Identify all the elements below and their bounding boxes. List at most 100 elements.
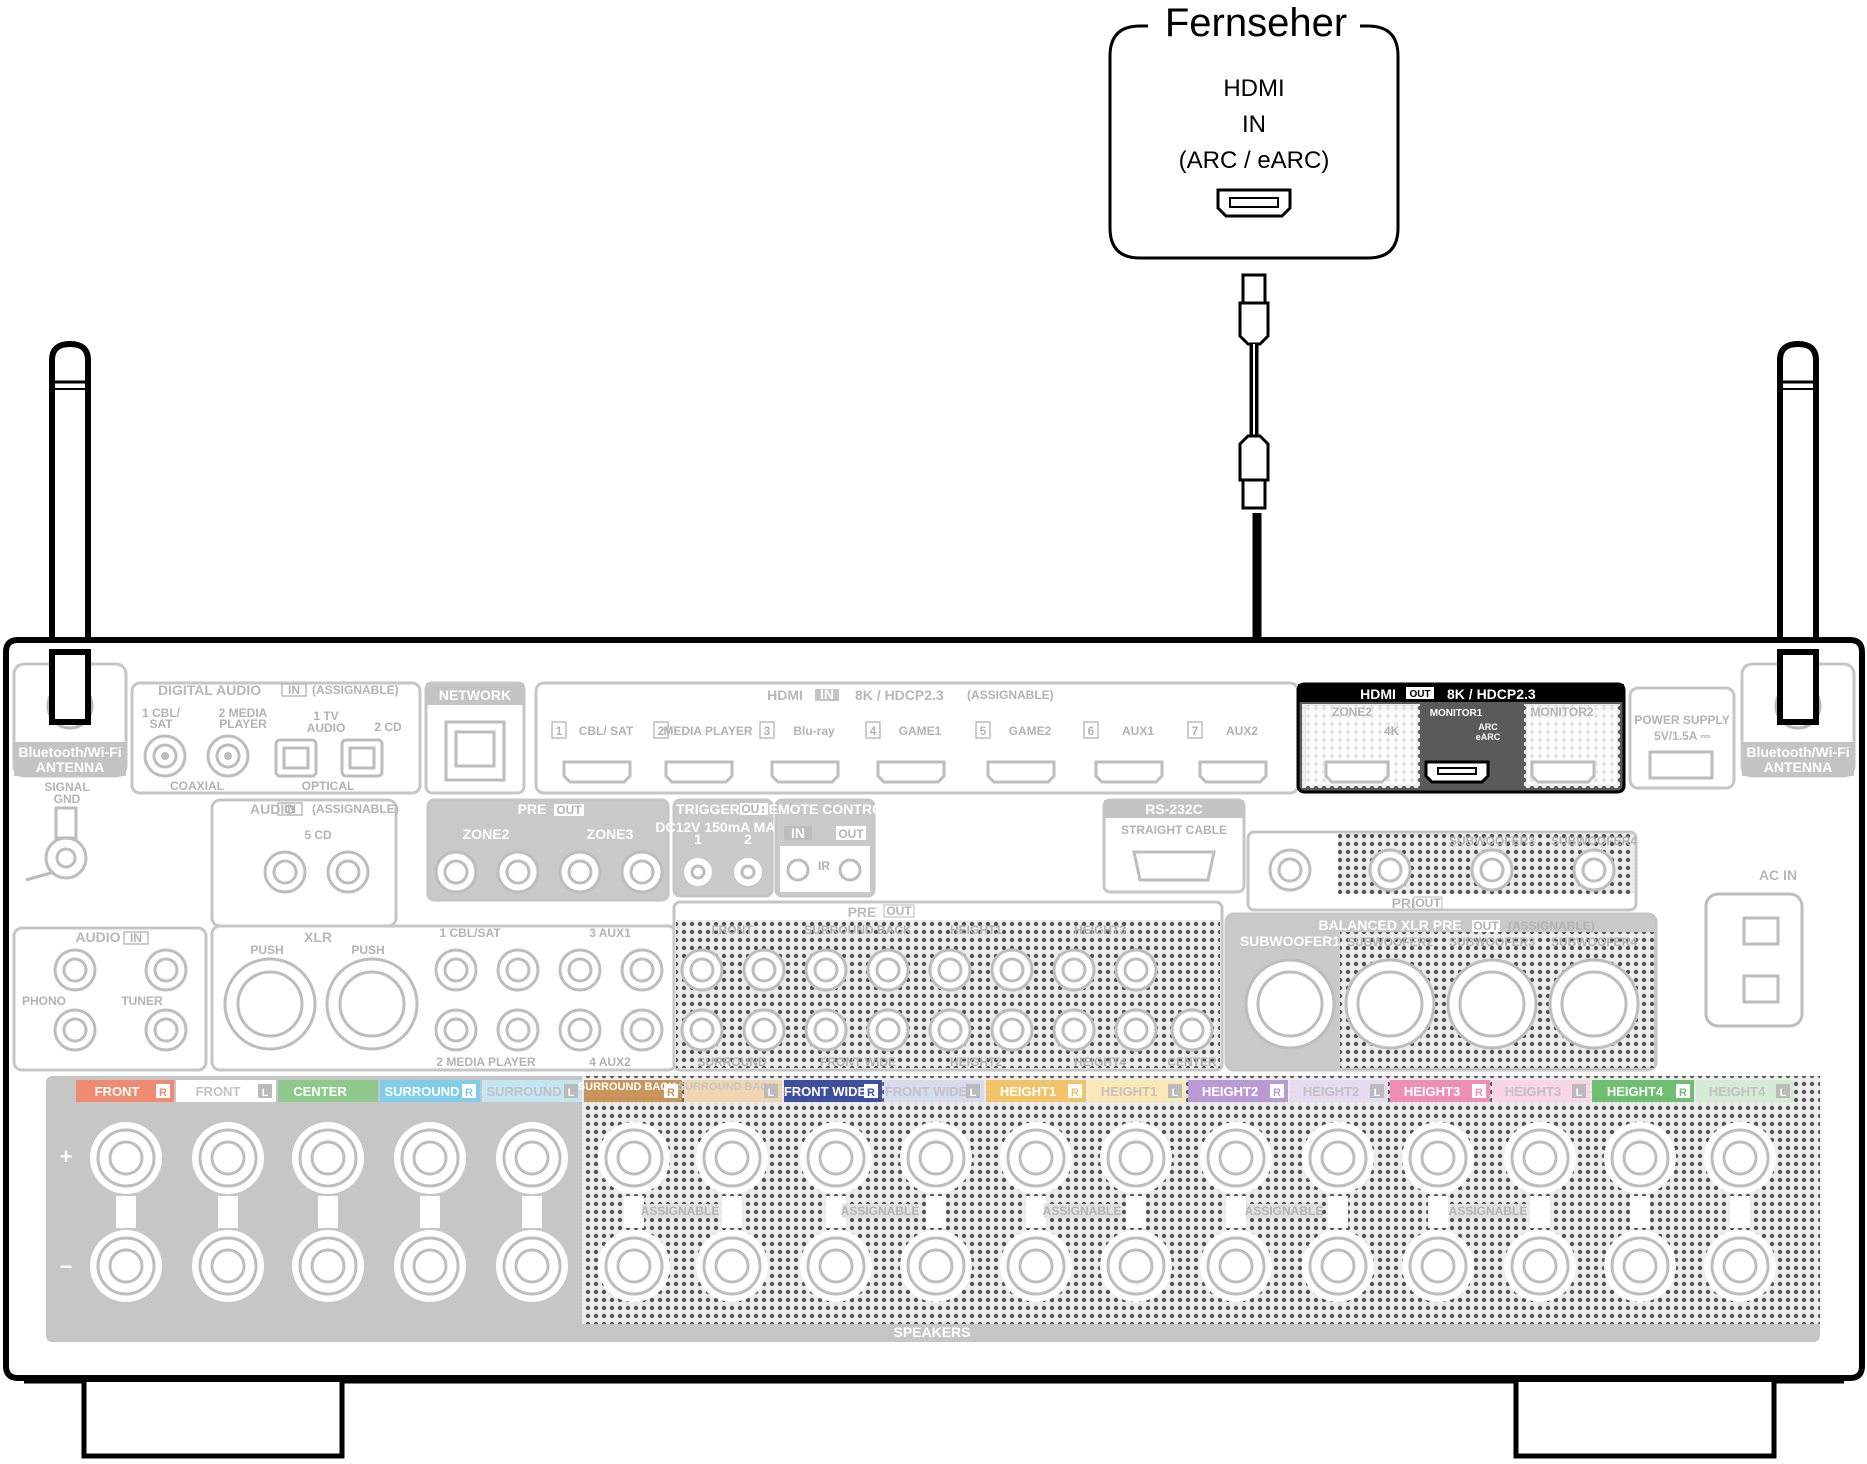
tv-in-label: IN <box>1242 111 1266 138</box>
pre-h4-label: HEIGHT4 <box>1074 1055 1126 1069</box>
speaker-label-bg <box>884 1080 984 1102</box>
speaker-label-bg <box>1088 1080 1186 1102</box>
speaker-side-box <box>1370 1084 1384 1098</box>
speaker-post-center <box>1018 1248 1054 1284</box>
speaker-side-box <box>1776 1084 1790 1098</box>
speaker-post-center <box>1218 1248 1254 1284</box>
speaker-label-text: HEIGHT3 <box>1505 1084 1561 1099</box>
remote-in: IN <box>791 825 805 841</box>
rca-jack-inner <box>443 1017 469 1043</box>
speaker-label-bg <box>684 1080 782 1102</box>
tv-box: Fernseher HDMI IN (ARC / eARC) <box>1108 1 1400 260</box>
pre-out-jack-inner <box>1061 957 1087 983</box>
speaker-label-bg <box>784 1080 882 1102</box>
antenna-right-label-1: Bluetooth/Wi-Fi <box>1746 744 1849 760</box>
pre-out-jack-inner <box>1123 957 1149 983</box>
digital-audio-section: DIGITAL AUDIO IN (ASSIGNABLE) 1 CBL/ SAT… <box>130 681 422 795</box>
speaker-post-center <box>1118 1248 1154 1284</box>
power-supply-label-1: POWER SUPPLY <box>1634 713 1730 727</box>
rca-jack-inner <box>505 1017 531 1043</box>
hdmi-in-num-box <box>1187 721 1203 739</box>
sub-pre-title: PRE <box>1392 895 1421 911</box>
pre-fw-label: FRONT WIDE <box>820 1055 896 1069</box>
xlr-sub3-label: SUBWOOFER3 <box>1449 935 1535 949</box>
audio-in-title: AUDIO <box>250 801 295 817</box>
hdmi-in-num: 4 <box>870 724 877 738</box>
speaker-post-center <box>918 1248 954 1284</box>
trigger-out-tag: OUT <box>741 802 767 816</box>
speaker-side-box <box>462 1084 476 1098</box>
audio-in-phono-section: AUDIO IN PHONO TUNER <box>12 926 208 1072</box>
antenna-left-label-1: Bluetooth/Wi-Fi <box>18 744 121 760</box>
speaker-side-text: L <box>262 1087 269 1099</box>
xlr-label: XLR <box>304 929 332 945</box>
coax1-label-a: 1 CBL/ <box>142 706 181 720</box>
hdmi-in-num-box <box>759 721 775 739</box>
subwoofer-pre-out-section: SUBWOOFER3 SUBWOOFER4 PRE OUT <box>1246 830 1638 912</box>
speaker-post-center <box>1420 1248 1456 1284</box>
hdmi-in-name: AUX2 <box>1226 724 1258 738</box>
speaker-side-box <box>1168 1084 1182 1098</box>
coax2-label-b: PLAYER <box>219 717 267 731</box>
hdmi-out-zone2-4k: 4K <box>1384 724 1400 738</box>
speaker-post-center <box>818 1140 854 1176</box>
hdmi-in-num-box <box>653 721 669 739</box>
speaker-side-text: R <box>159 1087 167 1099</box>
speaker-post-center <box>1722 1248 1758 1284</box>
antenna-left-icon <box>49 340 91 642</box>
speaker-post-center <box>1320 1140 1356 1176</box>
assignable-tag: ASSIGNABLE <box>1449 1204 1528 1218</box>
speaker-label-text: HEIGHT2 <box>1202 1084 1258 1099</box>
speaker-side-text: L <box>768 1087 775 1099</box>
speaker-label-text: SURROUND <box>486 1084 561 1099</box>
speaker-side-text: R <box>667 1087 675 1099</box>
opt1-label-a: 1 TV <box>313 709 338 723</box>
hdmi-in-assignable: (ASSIGNABLE) <box>967 688 1054 702</box>
speaker-post-center <box>918 1140 954 1176</box>
balanced-xlr-title: BALANCED XLR PRE <box>1318 917 1461 933</box>
speaker-label-bg <box>986 1080 1086 1102</box>
pre-front-label: FRONT <box>711 923 753 937</box>
speaker-label-text-1: SURROUND BACK <box>578 1081 676 1093</box>
power-supply-label-2: 5V/1.5A ⎓ <box>1654 729 1710 743</box>
speaker-post-center <box>412 1248 448 1284</box>
pre-zone3-label: ZONE3 <box>587 826 634 842</box>
speaker-label-text: FRONT WIDE <box>885 1084 968 1099</box>
speaker-label-text: HEIGHT2 <box>1303 1084 1359 1099</box>
remote-ir: IR <box>818 859 830 873</box>
speaker-side-box <box>1472 1084 1486 1098</box>
hdmi-in-name: AUX1 <box>1122 724 1154 738</box>
network-title: NETWORK <box>439 687 511 703</box>
speaker-label-bg <box>278 1080 378 1102</box>
speaker-label-bg <box>1390 1080 1490 1102</box>
speaker-side-box <box>764 1084 778 1098</box>
hdmi-in-name: GAME2 <box>1009 724 1052 738</box>
hdmi-in-tag: IN <box>820 686 834 702</box>
speaker-post-link <box>218 1196 238 1228</box>
hdmi-in-num: 5 <box>980 724 987 738</box>
speaker-post-link <box>826 1196 846 1228</box>
pre-out-zone-title: PRE <box>518 801 547 817</box>
cbl-sat-in-label: 1 CBL/SAT <box>439 926 501 940</box>
signal-gnd-label-2: GND <box>54 792 81 806</box>
speaker-post-link <box>1328 1196 1348 1228</box>
speaker-side-text: L <box>1172 1087 1179 1099</box>
audio-in-section: AUDIO IN (ASSIGNABLE) 5 CD XLR PUSH PUSH… <box>210 798 678 1072</box>
hdmi-out-spec: 8K / HDCP2.3 <box>1447 686 1536 702</box>
phono-label: PHONO <box>22 994 66 1008</box>
speaker-post-center <box>1320 1248 1356 1284</box>
speaker-post-center <box>616 1248 652 1284</box>
hdmi-in-name: CBL/ SAT <box>579 724 634 738</box>
speaker-post-link <box>1026 1196 1046 1228</box>
power-supply-section: POWER SUPPLY 5V/1.5A ⎓ <box>1628 686 1736 790</box>
hdmi-in-num-box <box>551 721 567 739</box>
hdmi-in-num: 1 <box>556 724 563 738</box>
hdmi-in-port <box>664 760 734 784</box>
signal-gnd-label-1: SIGNAL <box>44 780 89 794</box>
sub3-label: SUBWOOFER3 <box>1449 834 1535 848</box>
hdmi-in-port <box>1094 760 1164 784</box>
speaker-label-bg <box>1592 1080 1694 1102</box>
rs232c-section: RS-232C STRAIGHT CABLE <box>1102 798 1246 894</box>
hdmi-in-title: HDMI <box>767 687 803 703</box>
rca-jack-inner <box>443 957 469 983</box>
